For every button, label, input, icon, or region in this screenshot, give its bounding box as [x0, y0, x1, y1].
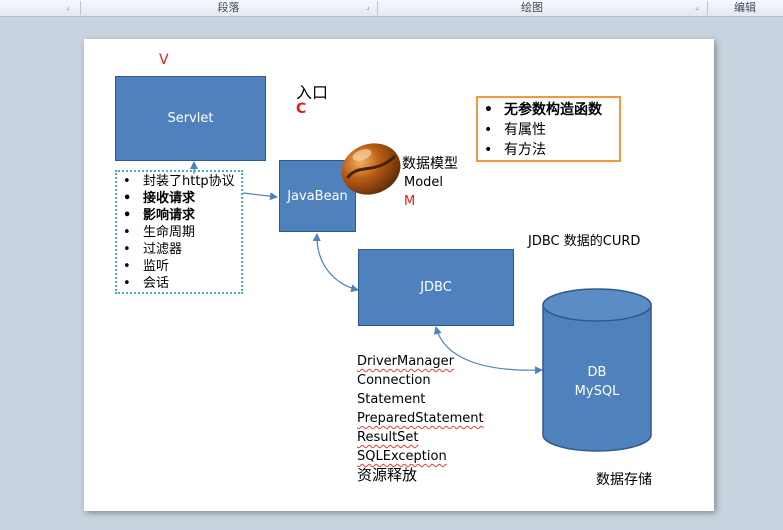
dialog-launcher-icon[interactable]: ⌟ [695, 2, 699, 11]
servlet-box[interactable]: Servlet [115, 76, 266, 161]
ribbon-separator [377, 1, 378, 15]
list-item: 过滤器 [117, 241, 235, 258]
dialog-launcher-icon[interactable]: ⌟ [366, 2, 370, 11]
ribbon-separator [80, 1, 81, 15]
bean-rules-list: 无参数构造函数 有属性 有方法 [478, 100, 602, 160]
arrow-servlet-javabean [242, 192, 278, 201]
ribbon-group-paragraph[interactable]: 段落 [217, 1, 240, 14]
jdbc-label: JDBC [420, 280, 452, 295]
ribbon-group-editing[interactable]: 编辑 [734, 1, 756, 14]
jdbc-box[interactable]: JDBC [358, 249, 514, 326]
controller-letter-label: C [296, 101, 307, 117]
connector-lines [190, 161, 543, 375]
view-letter-label: V [159, 52, 169, 68]
list-item: 监听 [117, 258, 235, 275]
db-label: DB [587, 365, 607, 380]
list-item: 有方法 [478, 140, 602, 160]
model-en-label: Model [404, 175, 444, 190]
list-item: Connection [357, 373, 431, 388]
servlet-label: Servlet [167, 111, 214, 126]
jdbc-curd-label: JDBC 数据的CURD [528, 234, 641, 249]
coffee-bean-icon [341, 143, 401, 195]
list-item: 会话 [117, 275, 235, 292]
list-item: Statement [357, 392, 426, 407]
list-item: DriverManager [357, 354, 454, 369]
list-item: 有属性 [478, 120, 602, 140]
list-item: 资源释放 [357, 466, 418, 484]
arrow-javabean-jdbc [312, 233, 359, 293]
storage-label: 数据存储 [596, 472, 652, 488]
javabean-label: JavaBean [287, 188, 348, 204]
servlet-features-list: 封装了http协议 接收请求 影响请求 生命周期 过滤器 监听 会话 [117, 173, 235, 292]
list-item: 生命周期 [117, 224, 235, 241]
list-item: 封装了http协议 [117, 173, 235, 190]
dialog-launcher-icon[interactable]: ⌟ [66, 2, 70, 11]
javabean-box[interactable]: JavaBean [279, 160, 356, 232]
list-item: 影响请求 [117, 207, 235, 224]
ribbon-separator [707, 1, 708, 15]
list-item: PreparedStatement [357, 411, 484, 426]
mysql-label: MySQL [574, 384, 620, 399]
ribbon-bar: ⌟ 段落 ⌟ 绘图 ⌟ 编辑 [0, 0, 783, 17]
model-letter-label: M [404, 194, 416, 209]
ribbon-group-drawing[interactable]: 绘图 [521, 1, 543, 14]
list-item: 无参数构造函数 [478, 100, 602, 120]
list-item: SQLException [357, 449, 447, 464]
jdbc-classes-list: DriverManager Connection Statement Prepa… [357, 352, 484, 485]
list-item: ResultSet [357, 430, 419, 445]
list-item: 接收请求 [117, 190, 235, 207]
servlet-features-box: 封装了http协议 接收请求 影响请求 生命周期 过滤器 监听 会话 [115, 170, 243, 294]
bean-rules-box: 无参数构造函数 有属性 有方法 [476, 96, 621, 162]
slide-canvas[interactable]: V Servlet 入口 C 封装了http协议 接收请求 影响请求 生命周期 … [84, 39, 714, 511]
arrow-jdbc-db [433, 326, 543, 375]
database-cylinder-icon[interactable] [541, 288, 653, 454]
model-cn-label: 数据模型 [402, 156, 458, 172]
entry-label: 入口 [296, 83, 329, 102]
